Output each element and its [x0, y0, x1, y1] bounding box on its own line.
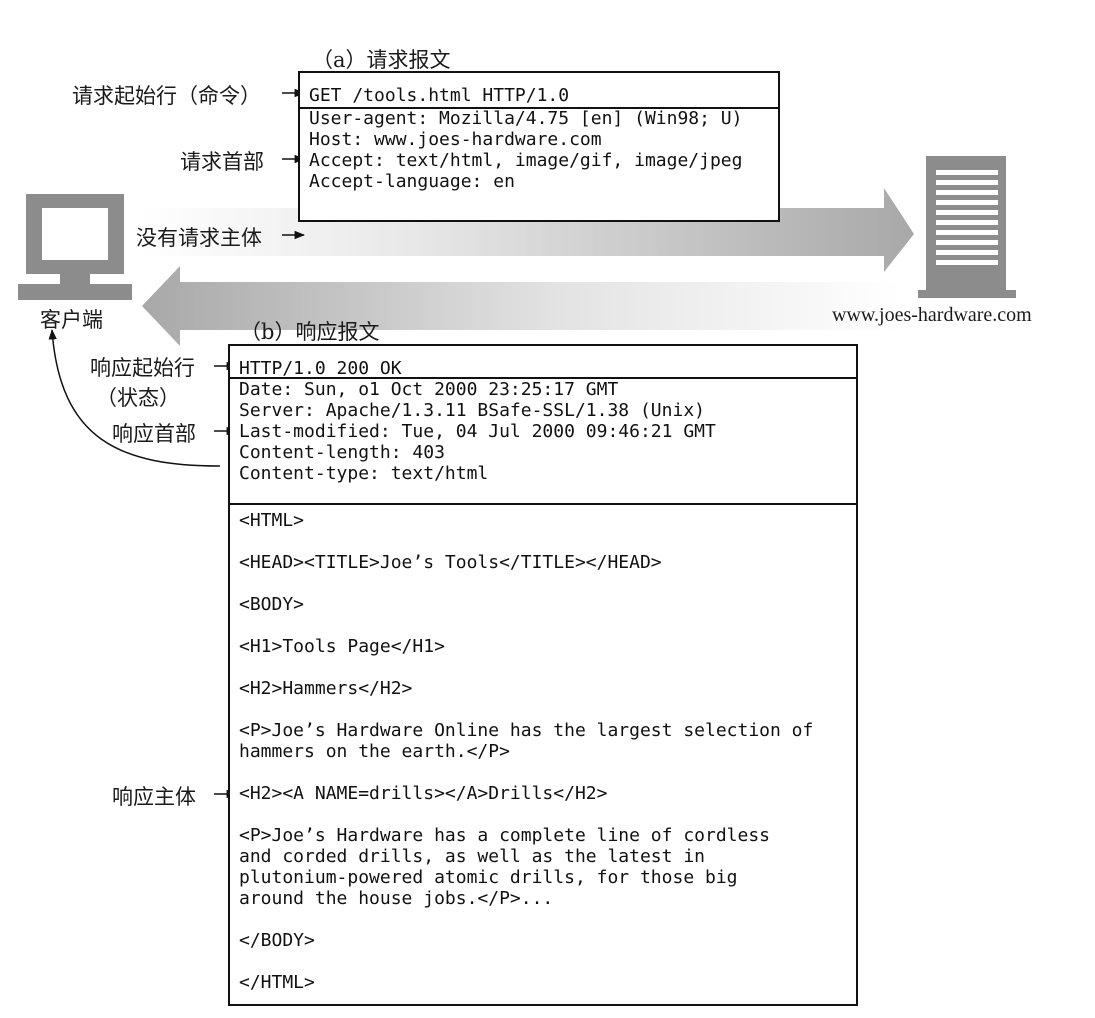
client-label: 客户端 [40, 308, 103, 332]
response-header-line: Content-length: 403 [239, 442, 445, 463]
body-line: <P>Joe’s Hardware has a complete line of… [239, 825, 771, 846]
client-computer-icon [18, 194, 132, 300]
response-header-line: Date: Sun, o1 Oct 2000 23:25:17 GMT [239, 379, 619, 400]
response-header-line: Server: Apache/1.3.11 BSafe-SSL/1.38 (Un… [239, 400, 705, 421]
request-header-line: Accept: text/html, image/gif, image/jpeg [309, 150, 743, 171]
body-line: <BODY> [239, 594, 305, 615]
response-start-divider [230, 377, 856, 379]
body-line: and corded drills, as well as the latest… [239, 846, 705, 867]
response-start-line-label: 响应起始行 [90, 356, 195, 380]
request-message-box: GET /tools.html HTTP/1.0 User-agent: Moz… [298, 71, 780, 222]
body-line: </HTML> [239, 972, 315, 993]
response-body-divider [230, 503, 856, 505]
response-header-line: Content-type: text/html [239, 463, 489, 484]
body-line: <H2><A NAME=drills></A>Drills</H2> [239, 783, 608, 804]
body-line: ​ [239, 699, 813, 720]
body-line: ​ [239, 531, 813, 552]
response-to-client-curve [48, 328, 221, 467]
response-headers: Date: Sun, o1 Oct 2000 23:25:17 GMT Serv… [239, 379, 716, 484]
request-title: （a）请求报文 [312, 48, 451, 72]
response-title: （b）响应报文 [240, 320, 380, 344]
request-start-line: GET /tools.html HTTP/1.0 [309, 85, 570, 106]
request-headers: User-agent: Mozilla/4.75 [en] (Win98; U)… [309, 108, 742, 192]
request-headers-label: 请求首部 [180, 150, 264, 174]
server-icon [918, 156, 1016, 298]
body-line: </BODY> [239, 930, 315, 951]
response-start-line: HTTP/1.0 200 OK [239, 358, 402, 379]
no-request-body-label: 没有请求主体 [136, 226, 262, 250]
body-line: ​ [239, 573, 813, 594]
body-line: <H1>Tools Page</H1> [239, 636, 445, 657]
request-header-line: Host: www.joes-hardware.com [309, 129, 602, 150]
body-line: ​ [239, 909, 813, 930]
body-line: ​ [239, 657, 813, 678]
body-line: <P>Joe’s Hardware Online has the largest… [239, 720, 814, 741]
body-line: ​ [239, 804, 813, 825]
response-body-label: 响应主体 [112, 785, 196, 809]
request-header-line: User-agent: Mozilla/4.75 [en] (Win98; U) [309, 108, 743, 129]
response-message-box: HTTP/1.0 200 OK Date: Sun, o1 Oct 2000 2… [228, 344, 858, 1006]
response-header-line: Last-modified: Tue, 04 Jul 2000 09:46:21… [239, 421, 716, 442]
server-label: www.joes-hardware.com [832, 304, 1032, 326]
body-line: plutonium-powered atomic drills, for tho… [239, 867, 738, 888]
request-divider [300, 107, 778, 109]
body-line: ​ [239, 615, 813, 636]
body-line: <HTML> [239, 510, 305, 531]
body-line: ​ [239, 762, 813, 783]
body-line: ​ [239, 951, 813, 972]
body-line: <HEAD><TITLE>Joe’s Tools</TITLE></HEAD> [239, 552, 662, 573]
body-line: hammers on the earth.</P> [239, 741, 510, 762]
request-start-line-label: 请求起始行（命令） [72, 84, 261, 108]
body-line: <H2>Hammers</H2> [239, 678, 413, 699]
response-flow-arrow [142, 266, 900, 346]
response-headers-label: 响应首部 [112, 422, 196, 446]
request-header-line: Accept-language: en [309, 171, 515, 192]
response-status-label: （状态） [96, 386, 180, 410]
body-line: around the house jobs.</P>... [239, 888, 554, 909]
response-body: <HTML> ​ <HEAD><TITLE>Joe’s Tools</TITLE… [239, 510, 813, 993]
